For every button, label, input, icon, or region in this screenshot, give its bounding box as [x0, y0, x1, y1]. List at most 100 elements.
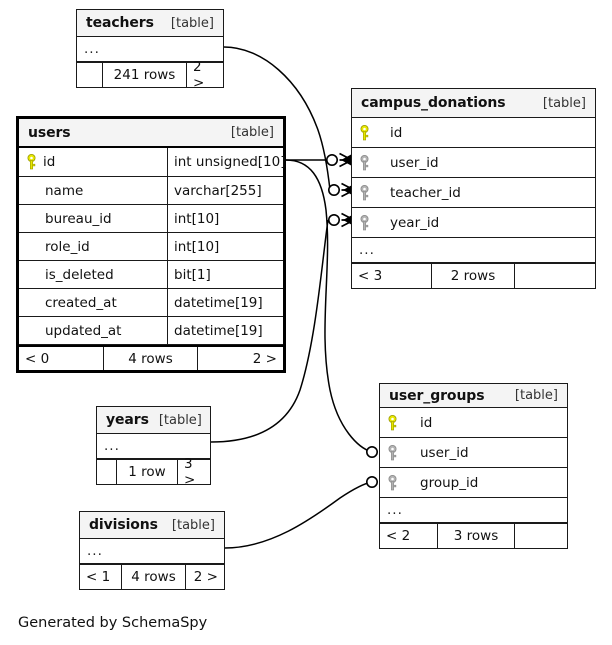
table-user-groups-footer-left[interactable]: < 2 — [380, 524, 438, 548]
column-row-campus-donations-year-id[interactable]: year_id — [352, 208, 595, 238]
column-name-users-is-deleted: is_deleted — [45, 266, 114, 283]
primary-key-icon — [26, 154, 37, 170]
column-name-users-role-id: role_id — [45, 238, 90, 255]
table-years-tag: [table] — [158, 412, 202, 428]
column-row-users-role-id[interactable]: role_id int[10] — [19, 233, 283, 261]
table-teachers-footer-left[interactable] — [77, 63, 103, 87]
table-years-header: years [table] — [97, 407, 210, 434]
table-years-name: years — [106, 412, 149, 428]
foreign-key-icon — [359, 184, 370, 201]
column-row-campus-donations-teacher-id[interactable]: teacher_id — [352, 178, 595, 208]
table-user-groups-name: user_groups — [389, 387, 485, 404]
table-campus-donations[interactable]: campus_donations [table] id — [351, 88, 596, 289]
column-name-cell-user-groups-group-id: group_id — [380, 468, 567, 497]
table-divisions-name: divisions — [89, 517, 158, 533]
column-name-cell-user-groups-user-id: user_id — [380, 438, 567, 467]
column-type-users-bureau-id: int[10] — [167, 205, 283, 232]
column-row-user-groups-group-id[interactable]: group_id — [380, 468, 567, 498]
table-campus-donations-header: campus_donations [table] — [352, 89, 595, 118]
table-teachers-footer-right[interactable]: 2 > — [193, 59, 205, 91]
column-row-users-updated-at[interactable]: updated_at datetime[19] — [19, 317, 283, 345]
table-years-ellipsis: ... — [97, 434, 210, 459]
table-user-groups-footer-right[interactable] — [515, 524, 567, 548]
column-row-users-bureau-id[interactable]: bureau_id int[10] — [19, 205, 283, 233]
column-name-users-id: id — [43, 154, 56, 170]
column-type-users-updated-at: datetime[19] — [167, 317, 283, 344]
table-campus-donations-footer-right[interactable] — [515, 264, 595, 288]
table-users-footer-left[interactable]: < 0 — [19, 347, 104, 370]
column-type-users-created-at: datetime[19] — [167, 289, 283, 316]
foreign-key-icon — [359, 154, 370, 171]
column-name-cell-users-role-id: role_id — [19, 233, 167, 260]
column-name-users-created-at: created_at — [45, 294, 117, 311]
column-name-campus-donations-teacher-id: teacher_id — [390, 184, 461, 201]
table-divisions[interactable]: divisions [table] ... < 1 4 rows 2 > — [79, 511, 225, 590]
table-teachers-ellipsis: ... — [77, 37, 223, 62]
column-name-cell-campus-donations-teacher-id: teacher_id — [352, 178, 595, 207]
column-row-campus-donations-id[interactable]: id — [352, 118, 595, 148]
table-teachers-footer: 241 rows 2 > — [77, 59, 223, 91]
table-divisions-footer-rows: 4 rows — [122, 565, 186, 589]
column-row-user-groups-id[interactable]: id — [380, 408, 567, 438]
foreign-key-icon — [387, 444, 398, 461]
foreign-key-icon — [387, 474, 398, 491]
table-user-groups-footer-rows: 3 rows — [438, 524, 515, 548]
column-name-users-bureau-id: bureau_id — [45, 210, 112, 227]
table-teachers-tag: [table] — [170, 15, 214, 31]
table-users-name: users — [28, 124, 71, 141]
column-name-cell-campus-donations-id: id — [352, 118, 595, 147]
column-name-campus-donations-user-id: user_id — [390, 154, 439, 171]
column-name-cell-users-updated-at: updated_at — [19, 317, 167, 344]
column-name-cell-users-bureau-id: bureau_id — [19, 205, 167, 232]
table-campus-donations-tag: [table] — [542, 95, 586, 111]
column-type-users-is-deleted: bit[1] — [167, 261, 283, 288]
primary-key-icon — [359, 124, 370, 141]
table-campus-donations-ellipsis: ... — [352, 238, 595, 263]
table-teachers-header: teachers [table] — [77, 10, 223, 37]
table-user-groups[interactable]: user_groups [table] id — [379, 383, 568, 549]
table-teachers-footer-rows: 241 rows — [103, 63, 187, 87]
table-campus-donations-footer-rows: 2 rows — [432, 264, 515, 288]
column-name-users-name: name — [45, 182, 84, 199]
column-row-users-name[interactable]: name varchar[255] — [19, 177, 283, 205]
column-type-users-role-id: int[10] — [167, 233, 283, 260]
column-name-campus-donations-id: id — [390, 124, 403, 141]
table-campus-donations-footer-left[interactable]: < 3 — [352, 264, 432, 288]
table-users[interactable]: users [table] id int unsigned[10] nam — [16, 116, 286, 373]
edge-divisions-to-user-groups-group-id — [224, 481, 373, 549]
column-name-cell-user-groups-id: id — [380, 408, 567, 437]
column-name-cell-campus-donations-user-id: user_id — [352, 148, 595, 177]
table-teachers[interactable]: teachers [table] ... 241 rows 2 > — [76, 9, 224, 91]
table-user-groups-footer: < 2 3 rows — [380, 523, 567, 548]
table-divisions-footer-right[interactable]: 2 > — [193, 569, 218, 585]
table-users-header: users [table] — [19, 119, 283, 148]
column-row-user-groups-user-id[interactable]: user_id — [380, 438, 567, 468]
column-row-users-is-deleted[interactable]: is_deleted bit[1] — [19, 261, 283, 289]
foreign-key-icon — [359, 214, 370, 231]
crowfoot-campus-donations-user-id — [325, 152, 353, 168]
column-name-user-groups-id: id — [420, 414, 433, 431]
column-row-users-id[interactable]: id int unsigned[10] — [19, 148, 286, 177]
column-type-users-id: int unsigned[10] — [167, 148, 286, 176]
table-users-footer-right[interactable]: 2 > — [252, 350, 277, 367]
table-divisions-header: divisions [table] — [80, 512, 224, 539]
table-years-footer-left[interactable] — [97, 460, 117, 484]
table-divisions-footer-left[interactable]: < 1 — [80, 565, 122, 589]
column-row-users-created-at[interactable]: created_at datetime[19] — [19, 289, 283, 317]
column-row-campus-donations-user-id[interactable]: user_id — [352, 148, 595, 178]
table-user-groups-ellipsis: ... — [380, 498, 567, 523]
table-divisions-footer: < 1 4 rows 2 > — [80, 564, 224, 589]
column-type-users-name: varchar[255] — [167, 177, 283, 204]
table-years[interactable]: years [table] ... 1 row 3 > — [96, 406, 211, 488]
table-user-groups-header: user_groups [table] — [380, 384, 567, 408]
table-divisions-ellipsis: ... — [80, 539, 224, 564]
table-years-footer-right[interactable]: 3 > — [184, 456, 196, 488]
generated-by-caption: Generated by SchemaSpy — [18, 615, 208, 631]
table-teachers-name: teachers — [86, 15, 154, 31]
table-users-footer-rows: 4 rows — [104, 347, 198, 370]
primary-key-icon — [387, 414, 398, 431]
column-name-cell-users-is-deleted: is_deleted — [19, 261, 167, 288]
column-name-campus-donations-year-id: year_id — [390, 214, 440, 231]
table-user-groups-tag: [table] — [514, 388, 558, 403]
